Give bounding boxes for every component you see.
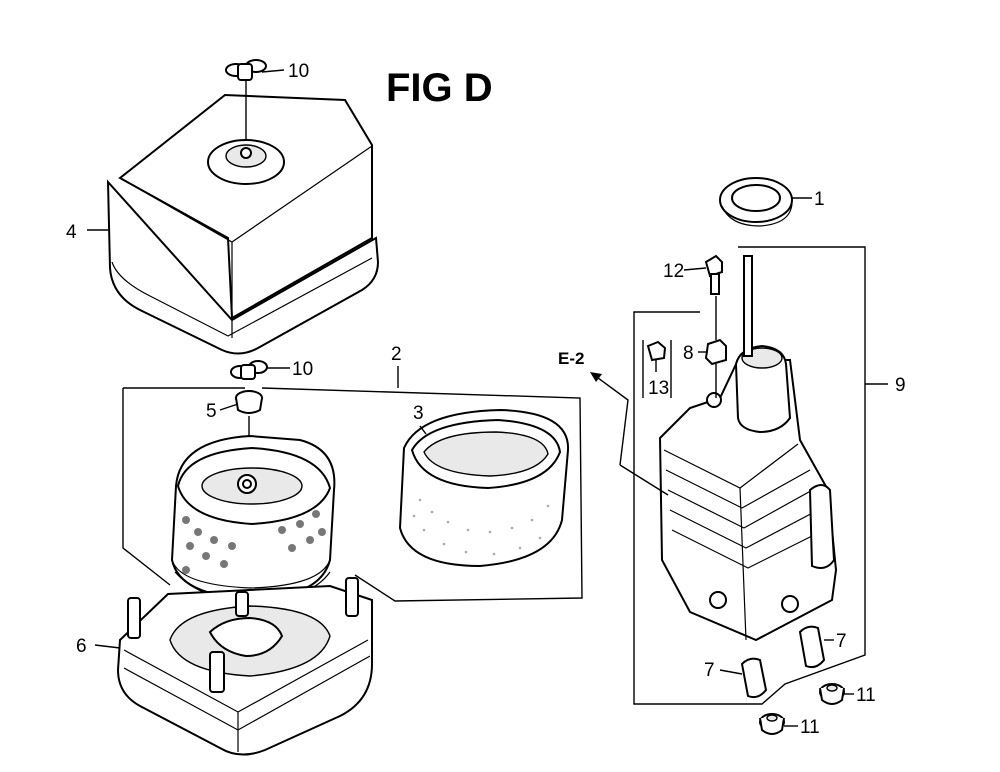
callout-2: 2 <box>391 344 402 365</box>
flange-nut-right <box>819 683 845 705</box>
callout-12: 12 <box>663 261 684 282</box>
collar-nut <box>235 390 263 475</box>
callout-6: 6 <box>76 636 87 657</box>
breather-tube-right <box>798 625 826 669</box>
wing-nut-top <box>225 59 267 140</box>
callout-3: 3 <box>413 403 424 424</box>
callout-4: 4 <box>66 222 77 243</box>
callout-13: 13 <box>648 378 669 399</box>
elbow-assembly-bracket <box>633 246 866 705</box>
callout-8: 8 <box>683 343 694 364</box>
leader-lines <box>87 69 888 727</box>
gasket-ring <box>719 177 793 227</box>
paper-air-filter-element <box>170 434 336 603</box>
air-cleaner-cover <box>106 93 380 355</box>
callout-7-right: 7 <box>836 631 847 652</box>
reference-label: E-2 <box>558 349 584 368</box>
callout-9: 9 <box>895 375 906 396</box>
alternate-part-bracket <box>642 340 672 398</box>
breather-tube-left <box>740 657 768 699</box>
callout-10-middle: 10 <box>292 359 313 380</box>
callout-1: 1 <box>814 189 825 210</box>
callout-5: 5 <box>206 401 217 422</box>
callout-11-bottom: 11 <box>800 717 820 738</box>
callout-10-top: 10 <box>288 61 309 82</box>
flange-nut-bottom <box>759 713 785 735</box>
bolt <box>704 254 723 295</box>
callout-7-left: 7 <box>704 660 715 681</box>
element-assembly-bracket <box>122 387 583 602</box>
collar <box>704 296 727 398</box>
figure-title: FIG D <box>386 66 493 110</box>
callout-11-right: 11 <box>856 685 876 706</box>
wing-nut-middle <box>230 360 268 380</box>
reference-arrow <box>590 372 669 496</box>
air-cleaner-elbow <box>658 255 838 642</box>
air-cleaner-case <box>116 577 373 756</box>
foam-air-filter-element <box>398 408 570 568</box>
